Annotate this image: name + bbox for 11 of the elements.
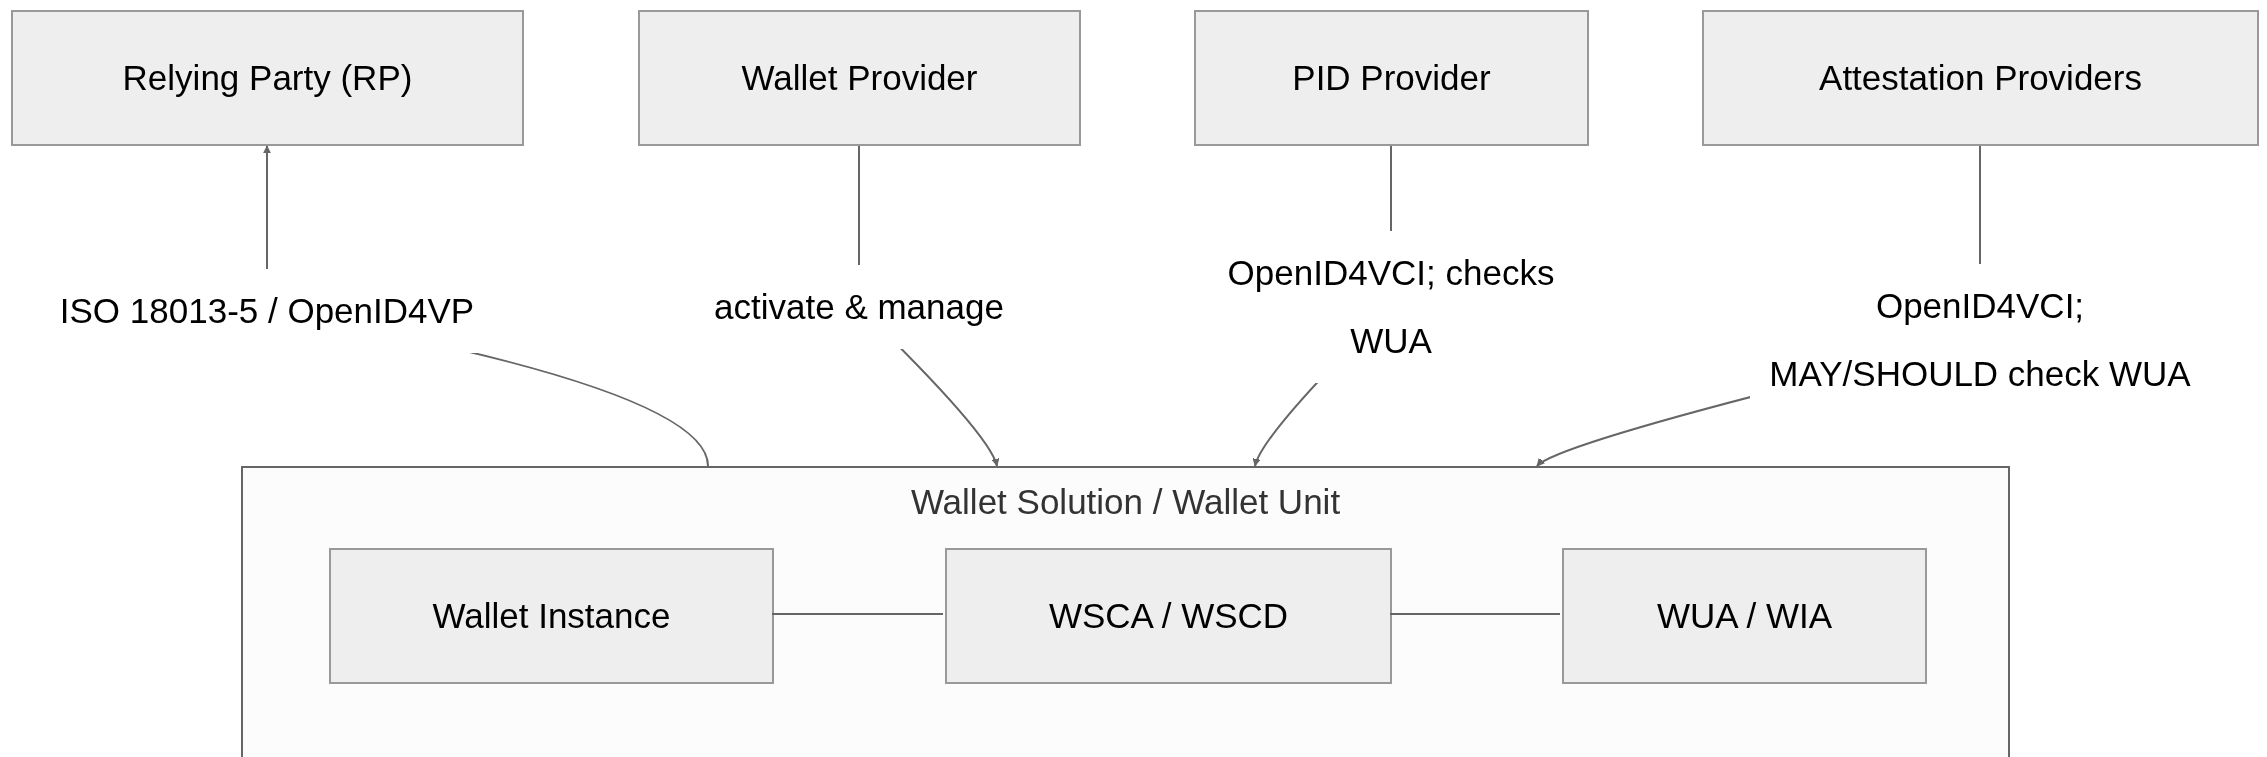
process-box: Wallet Instance [329, 548, 774, 684]
connector-line [1389, 613, 1561, 615]
process-box: Relying Party (RP) [11, 10, 524, 146]
group-title: Wallet Solution / Wallet Unit [909, 481, 1342, 523]
group-container [241, 466, 2010, 757]
process-box: PID Provider [1194, 10, 1589, 146]
process-box: Attestation Providers [1702, 10, 2259, 146]
process-box: WUA / WIA [1562, 548, 1927, 684]
process-box: Wallet Provider [638, 10, 1081, 146]
connector-line [771, 613, 944, 615]
process-box: WSCA / WSCD [945, 548, 1392, 684]
